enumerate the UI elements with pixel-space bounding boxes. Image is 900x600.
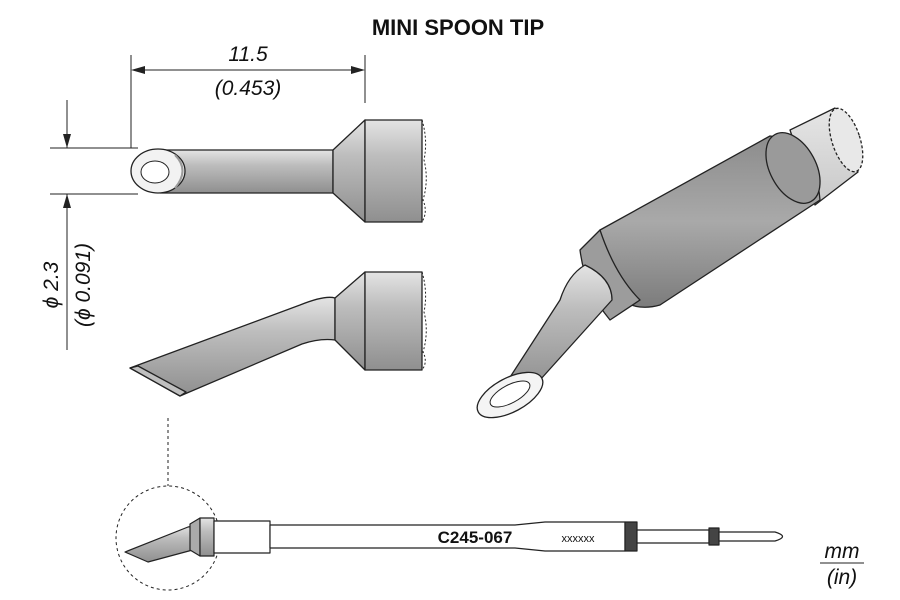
tip-perspective-view (476, 107, 864, 419)
units-secondary: (in) (827, 566, 857, 589)
arrow-up-icon (63, 194, 71, 208)
serial-placeholder: xxxxxx (562, 533, 596, 545)
arrow-down-icon (63, 134, 71, 148)
part-number: C245-067 (438, 528, 513, 547)
diameter-dimension (50, 100, 138, 350)
diameter-in-label: (ϕ 0.091) (72, 243, 95, 327)
units-primary: mm (825, 540, 860, 563)
cartridge-full-view (124, 517, 784, 563)
length-mm-label: 11.5 (228, 43, 268, 66)
arrow-right-icon (351, 66, 365, 74)
drawing-title: MINI SPOON TIP (372, 15, 544, 40)
break-line-top (421, 119, 427, 223)
length-dimension (130, 55, 366, 148)
tip-top-view (130, 119, 423, 223)
tip-side-view (129, 271, 423, 397)
length-in-label: (0.453) (215, 77, 282, 100)
arrow-left-icon (131, 66, 145, 74)
break-line-side (421, 271, 427, 371)
diameter-mm-label: ϕ 2.3 (40, 261, 63, 308)
